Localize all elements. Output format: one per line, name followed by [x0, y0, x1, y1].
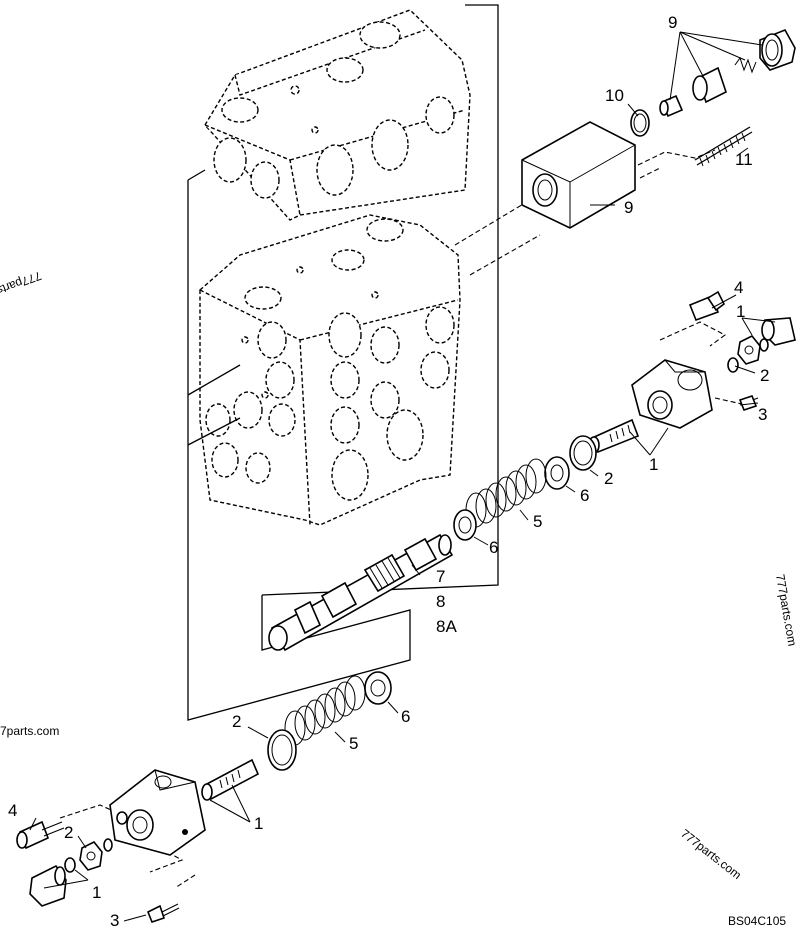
block-9 — [521, 121, 636, 229]
watermark-left-edge: 7parts.com — [0, 724, 59, 738]
lower-spring-stack — [247, 671, 399, 771]
left-end-cap — [16, 758, 260, 923]
callout-labels: 9 10 11 9 4 1 2 3 1 2 6 5 6 7 8 8A 2 5 6… — [8, 13, 769, 930]
callout-2-right-mid: 2 — [604, 469, 613, 488]
callout-1-right-mid: 1 — [649, 455, 658, 474]
callout-9-block: 9 — [624, 198, 633, 217]
callout-1-right-top: 1 — [736, 302, 745, 321]
upper-valve-section — [204, 9, 471, 221]
callout-11: 11 — [735, 150, 753, 169]
callout-2-lower: 2 — [232, 712, 241, 731]
callout-1-lower: 1 — [254, 814, 263, 833]
spool — [268, 533, 454, 652]
callout-5-lower: 5 — [349, 734, 358, 753]
watermark-right-vertical: 777parts.com — [773, 573, 799, 647]
callout-9-top: 9 — [668, 13, 677, 32]
callout-1-left: 1 — [92, 883, 101, 902]
callout-6-right-a: 6 — [580, 486, 589, 505]
callout-8: 8 — [436, 592, 445, 611]
callout-3-left: 3 — [110, 911, 119, 930]
relief-valve-parts — [627, 28, 796, 167]
drawing-code: BS04C105 — [728, 914, 786, 928]
watermark-bottom-right: 777parts.com — [678, 826, 744, 882]
callout-5-right: 5 — [533, 512, 542, 531]
watermark-left-mirrored: 777parts — [0, 269, 43, 298]
callout-6-lower: 6 — [401, 707, 410, 726]
callout-2-right-top: 2 — [760, 366, 769, 385]
lower-valve-section — [199, 214, 461, 526]
callout-8a: 8A — [436, 617, 457, 636]
callout-3-right: 3 — [758, 405, 767, 424]
right-spring-stack — [453, 435, 599, 546]
callout-2-left: 2 — [64, 823, 73, 842]
callout-6-right-b: 6 — [489, 538, 498, 557]
callout-4-left: 4 — [8, 801, 17, 820]
right-end-cap — [588, 290, 796, 456]
callout-4-right: 4 — [734, 278, 743, 297]
callout-7: 7 — [436, 567, 445, 586]
callout-10: 10 — [605, 86, 624, 105]
